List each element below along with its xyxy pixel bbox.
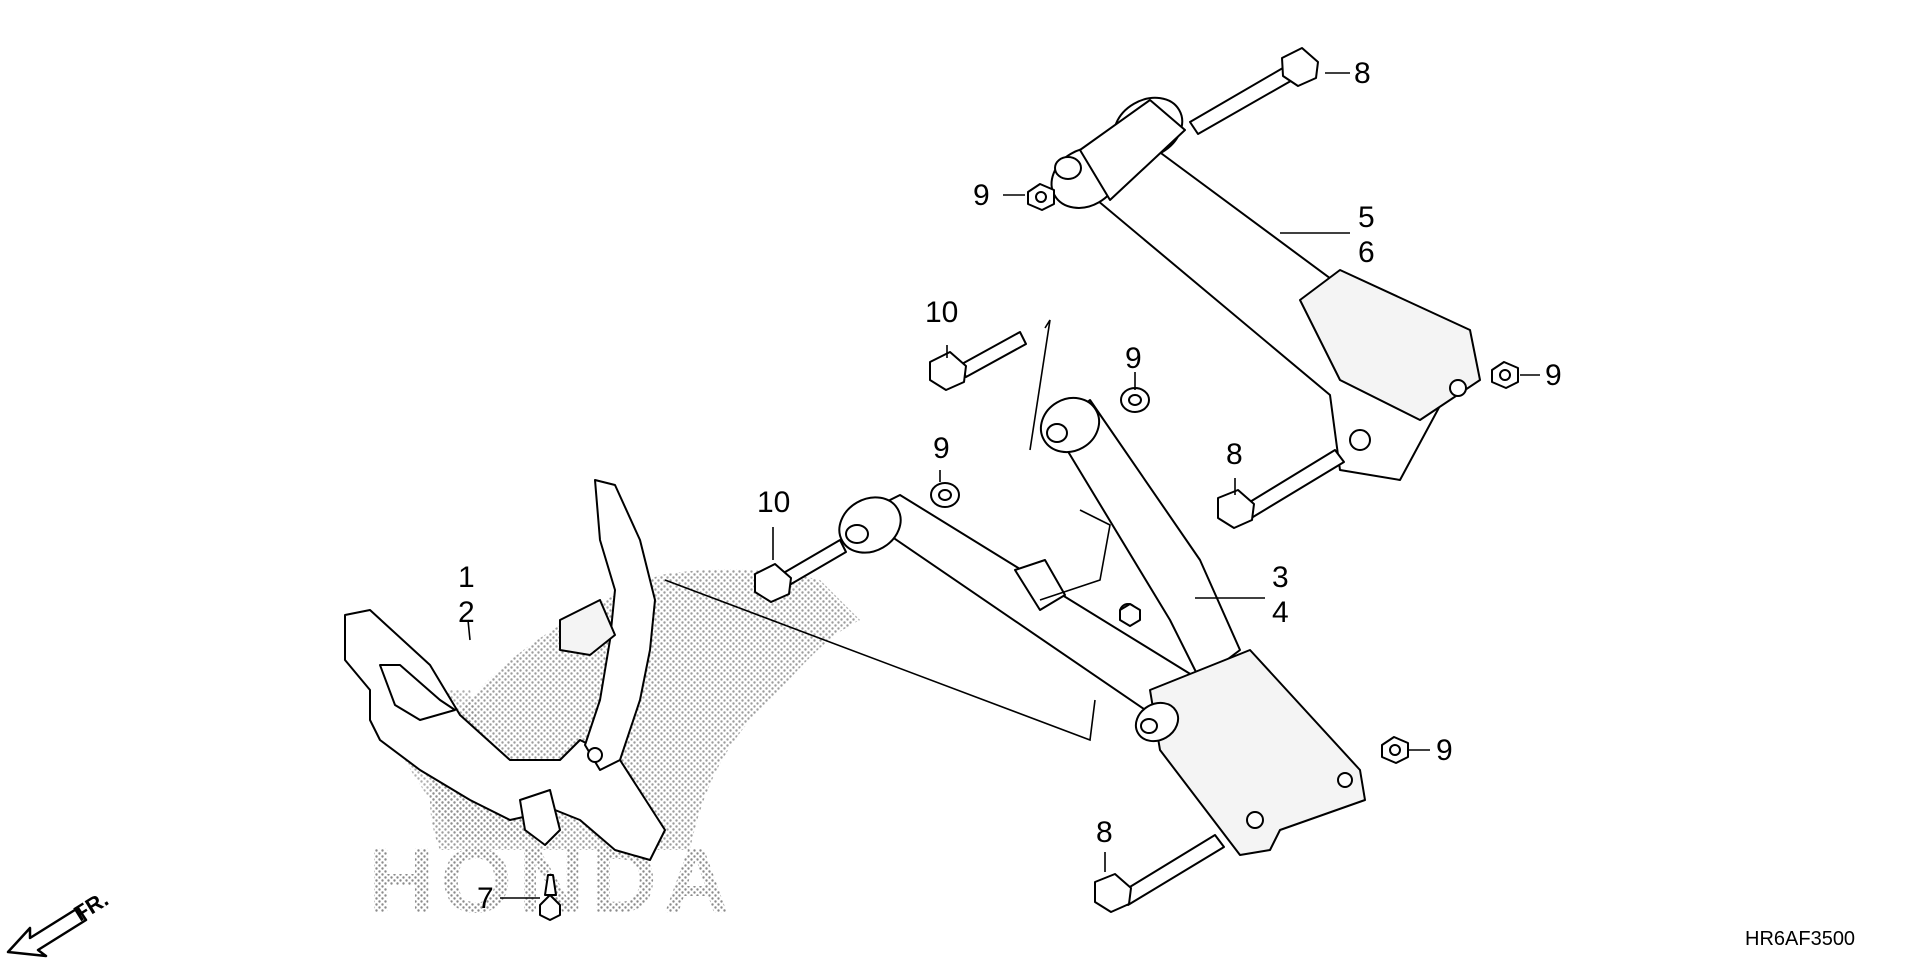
bolt-8-mid bbox=[1217, 449, 1345, 529]
leader-lines bbox=[467, 72, 1540, 899]
callout-3: 3 bbox=[1272, 561, 1289, 594]
guard-plate-part bbox=[344, 479, 666, 861]
callout-9-lower: 9 bbox=[1436, 734, 1453, 767]
callout-2: 2 bbox=[458, 596, 475, 629]
bolt-8-bottom bbox=[1094, 834, 1225, 913]
callout-9-top-left: 9 bbox=[973, 179, 990, 212]
callout-8-bottom: 8 bbox=[1096, 816, 1113, 849]
nut-9-right bbox=[1491, 361, 1519, 389]
front-direction-arrow-icon bbox=[6, 906, 88, 958]
screw-7 bbox=[539, 874, 561, 921]
callout-9-center: 9 bbox=[933, 432, 950, 465]
bolt-10-lower bbox=[754, 539, 847, 603]
washer-9-center bbox=[930, 482, 960, 508]
callout-8-mid: 8 bbox=[1226, 438, 1243, 471]
upper-arm-part bbox=[1050, 96, 1481, 481]
diagram-code: HR6AF3500 bbox=[1745, 928, 1855, 950]
front-direction-indicator: FR. bbox=[6, 886, 113, 958]
callout-9-mid: 9 bbox=[1125, 342, 1142, 375]
nut-9-arm bbox=[1119, 603, 1141, 627]
washer-9-mid bbox=[1120, 387, 1150, 413]
callout-6: 6 bbox=[1358, 236, 1375, 269]
nut-9-top-left bbox=[1027, 183, 1055, 211]
callout-8-top: 8 bbox=[1354, 57, 1371, 90]
callout-10-upper: 10 bbox=[925, 296, 958, 329]
callout-5: 5 bbox=[1358, 201, 1375, 234]
lower-arm-part bbox=[838, 396, 1366, 856]
callout-7: 7 bbox=[477, 882, 494, 915]
callout-labels: 1 2 3 4 5 6 7 8 8 8 9 9 9 9 9 10 10 bbox=[458, 57, 1562, 915]
bolt-8-top bbox=[1189, 47, 1319, 135]
nut-9-lower bbox=[1381, 736, 1409, 764]
callout-10-lower: 10 bbox=[757, 486, 790, 519]
callout-9-right: 9 bbox=[1545, 359, 1562, 392]
callout-4: 4 bbox=[1272, 596, 1289, 629]
bolt-10-upper bbox=[929, 331, 1027, 391]
callout-1: 1 bbox=[458, 561, 475, 594]
